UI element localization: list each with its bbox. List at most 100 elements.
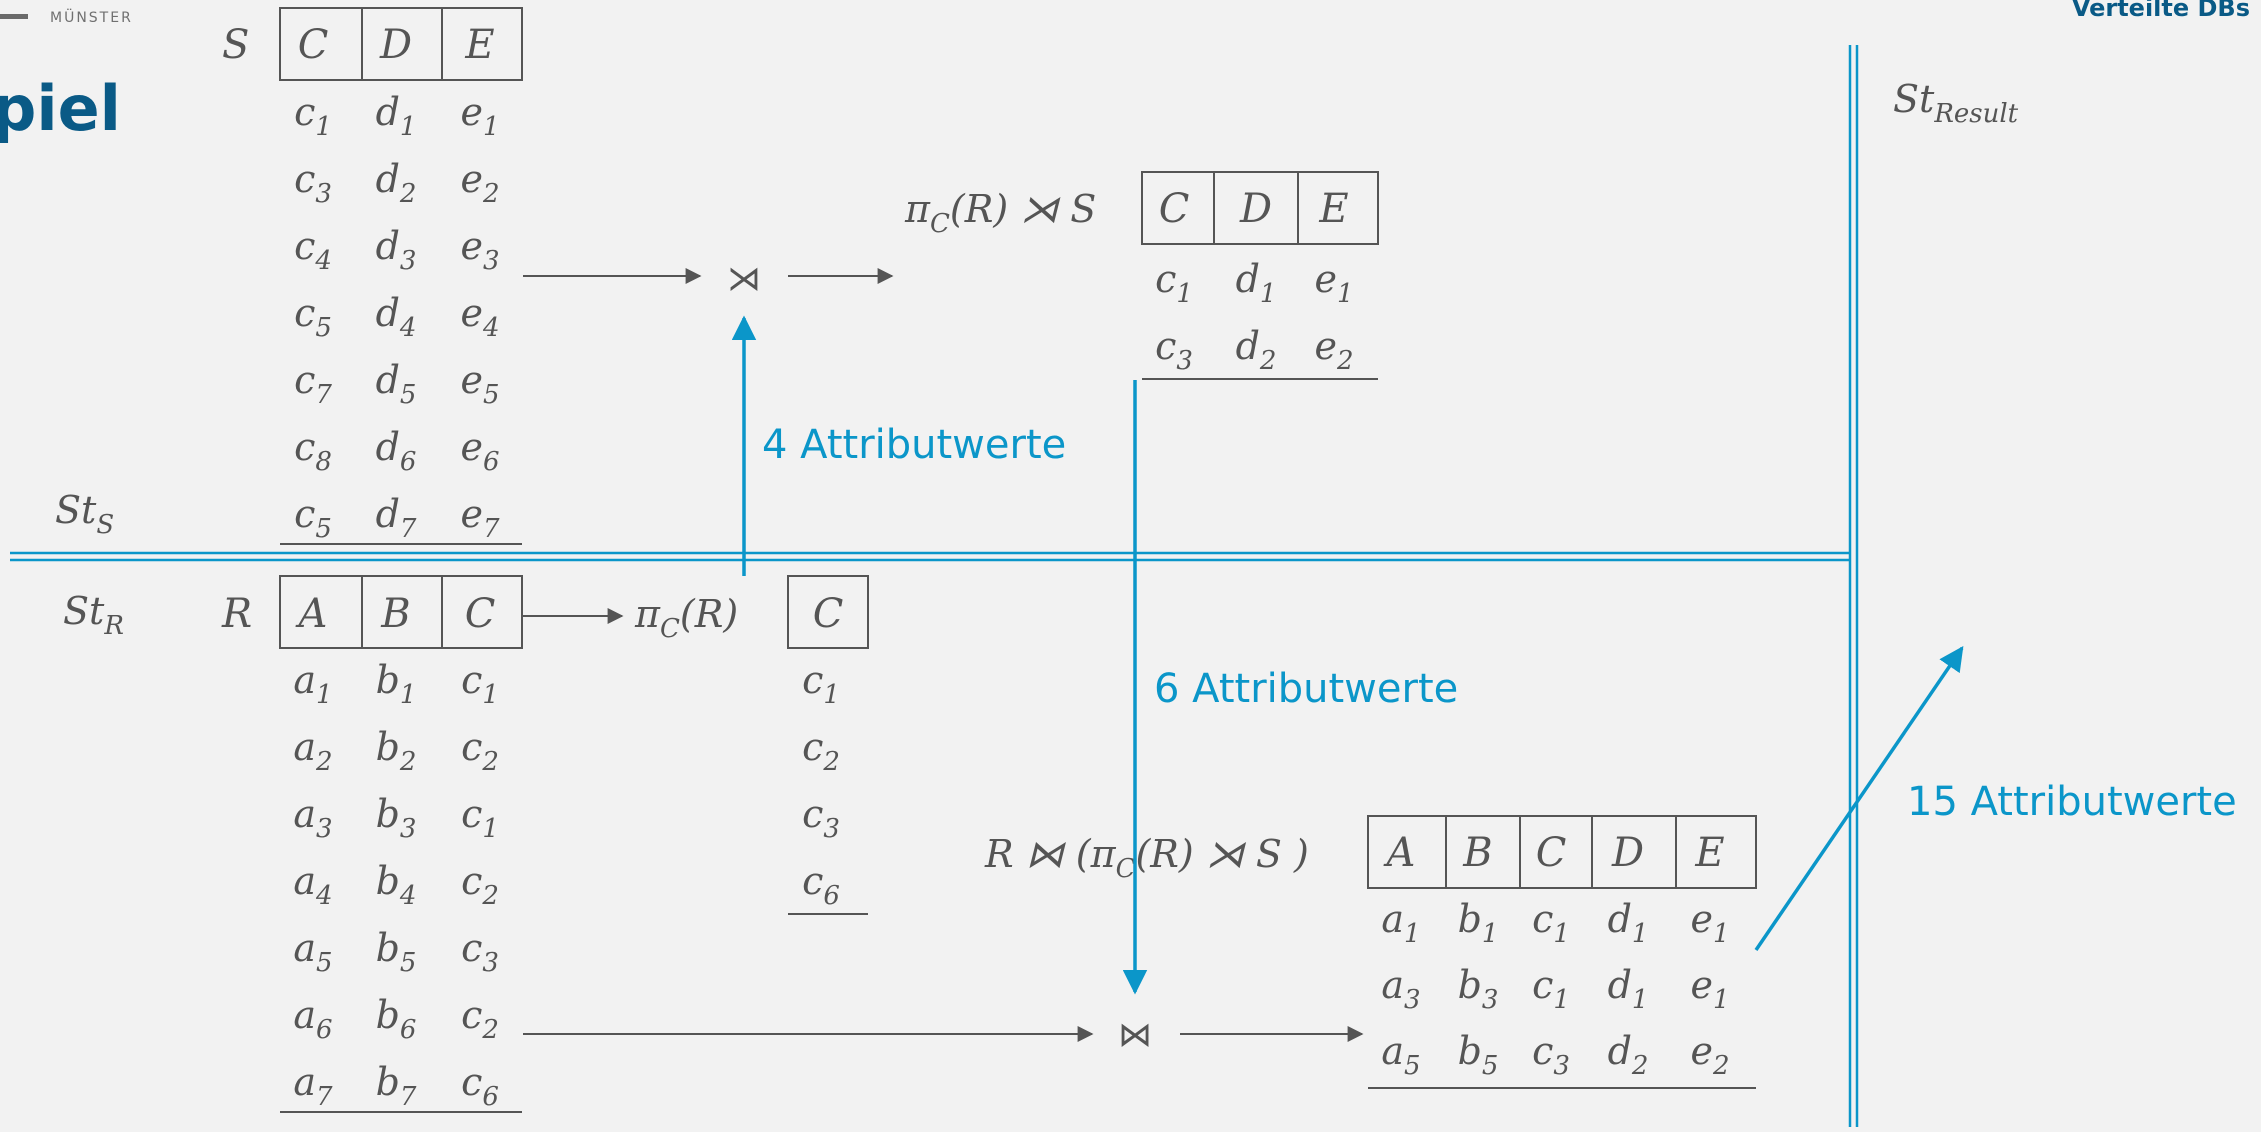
table-semijoin-col-c: C — [1159, 186, 1190, 232]
join-result-label: R ⋈ (πC(R) ⋊ S ) — [984, 832, 1309, 884]
table-cell: c5 — [294, 291, 332, 343]
table-semijoin: C D E c1 d1 e1 c3 d2 e2 — [1141, 171, 1379, 380]
table-cell: a4 — [293, 859, 332, 911]
page-title: piel — [0, 72, 121, 145]
table-cell: d1 — [1608, 963, 1649, 1015]
table-cell: a6 — [293, 993, 332, 1045]
table-s-col-c: C — [298, 22, 329, 68]
table-cell: c7 — [294, 358, 332, 410]
table-cell: c1 — [1155, 257, 1193, 309]
table-join-result-col-d: D — [1611, 830, 1644, 876]
site-label-s: StS — [55, 488, 114, 540]
table-s-label: S — [222, 22, 249, 68]
course-label: Verteilte DBs — [2072, 0, 2250, 22]
transfer-arrow-result-to-site — [1754, 645, 1964, 951]
table-cell: e4 — [460, 291, 499, 343]
table-cell: d2 — [1236, 324, 1277, 376]
table-semijoin-header — [1141, 171, 1379, 245]
table-cell: e7 — [460, 492, 500, 544]
table-projection: C c1 c2 c3 c6 — [787, 575, 869, 915]
join-operator: ⋈ — [1118, 1015, 1152, 1055]
table-cell: a5 — [1381, 1029, 1420, 1081]
table-cell: a3 — [293, 792, 332, 844]
table-cell: c6 — [461, 1060, 499, 1112]
table-cell: c1 — [461, 658, 499, 710]
table-cell: a1 — [293, 658, 332, 710]
table-cell: a3 — [1381, 963, 1420, 1015]
table-cell: d4 — [376, 291, 417, 343]
logo-text: MÜNSTER — [50, 8, 133, 26]
table-cell: e1 — [1690, 897, 1729, 949]
table-cell: e6 — [460, 425, 499, 477]
table-cell: c2 — [461, 859, 499, 911]
table-cell: b3 — [376, 792, 417, 844]
table-r-col-a: A — [295, 591, 328, 637]
table-cell: c3 — [802, 792, 840, 844]
table-cell: c8 — [294, 425, 332, 477]
table-cell: a1 — [1381, 897, 1420, 949]
table-cell: a7 — [293, 1060, 333, 1112]
table-join-result-header — [1367, 815, 1757, 889]
table-cell: e1 — [1690, 963, 1729, 1015]
semijoin-label: πC(R) ⋊ S — [904, 187, 1096, 239]
table-cell: d3 — [376, 224, 417, 276]
table-cell: c3 — [461, 926, 499, 978]
table-cell: d2 — [1608, 1029, 1649, 1081]
table-cell: c2 — [802, 725, 840, 777]
table-cell: d6 — [376, 425, 417, 477]
table-cell: d2 — [376, 157, 417, 209]
table-join-result-col-b: B — [1462, 830, 1492, 876]
table-cell: c3 — [1155, 324, 1193, 376]
table-cell: e2 — [460, 157, 499, 209]
table-cell: a2 — [293, 725, 332, 777]
table-cell: b2 — [376, 725, 417, 777]
table-cell: b5 — [1458, 1029, 1499, 1081]
table-semijoin-col-e: E — [1318, 186, 1348, 232]
table-projection-col-c: C — [813, 591, 844, 637]
table-cell: a5 — [293, 926, 332, 978]
table-cell: c1 — [1532, 963, 1570, 1015]
transfer-label-4: 4 Attributwerte — [762, 422, 1066, 468]
table-cell: e5 — [460, 358, 499, 410]
table-r-col-b: B — [380, 591, 410, 637]
table-cell: d7 — [376, 492, 417, 544]
table-r-header — [279, 575, 523, 649]
table-cell: c1 — [802, 658, 840, 710]
table-cell: c6 — [802, 859, 840, 911]
transfer-label-15: 15 Attributwerte — [1907, 779, 2237, 825]
table-cell: b4 — [376, 859, 417, 911]
table-cell: e1 — [1314, 257, 1353, 309]
table-cell: d1 — [1236, 257, 1277, 309]
table-cell: d1 — [1608, 897, 1649, 949]
projection-label: πC(R) — [634, 592, 738, 644]
table-cell: b7 — [376, 1060, 417, 1112]
logo-bar-icon — [0, 14, 28, 19]
table-r-col-c: C — [465, 591, 496, 637]
table-cell: c3 — [1532, 1029, 1570, 1081]
table-join-result-col-e: E — [1694, 830, 1724, 876]
table-cell: d1 — [376, 90, 417, 142]
table-s-col-e: E — [464, 22, 494, 68]
table-cell: c1 — [1532, 897, 1570, 949]
table-cell: b3 — [1458, 963, 1499, 1015]
table-cell: d5 — [376, 358, 417, 410]
table-cell: c1 — [461, 792, 499, 844]
table-semijoin-col-d: D — [1239, 186, 1272, 232]
table-r-label: R — [221, 591, 252, 637]
table-cell: e2 — [1690, 1029, 1729, 1081]
semijoin-operator: ⋊ — [727, 259, 761, 299]
table-s-col-d: D — [379, 22, 412, 68]
table-cell: e2 — [1314, 324, 1353, 376]
table-s-header — [279, 7, 523, 81]
table-cell: c1 — [294, 90, 332, 142]
table-cell: b1 — [376, 658, 417, 710]
transfer-label-6: 6 Attributwerte — [1154, 666, 1458, 712]
table-cell: c3 — [294, 157, 332, 209]
site-label-r: StR — [63, 589, 124, 641]
table-join-result-col-a: A — [1383, 830, 1416, 876]
table-join-result-col-c: C — [1536, 830, 1567, 876]
table-projection-header — [787, 575, 869, 649]
